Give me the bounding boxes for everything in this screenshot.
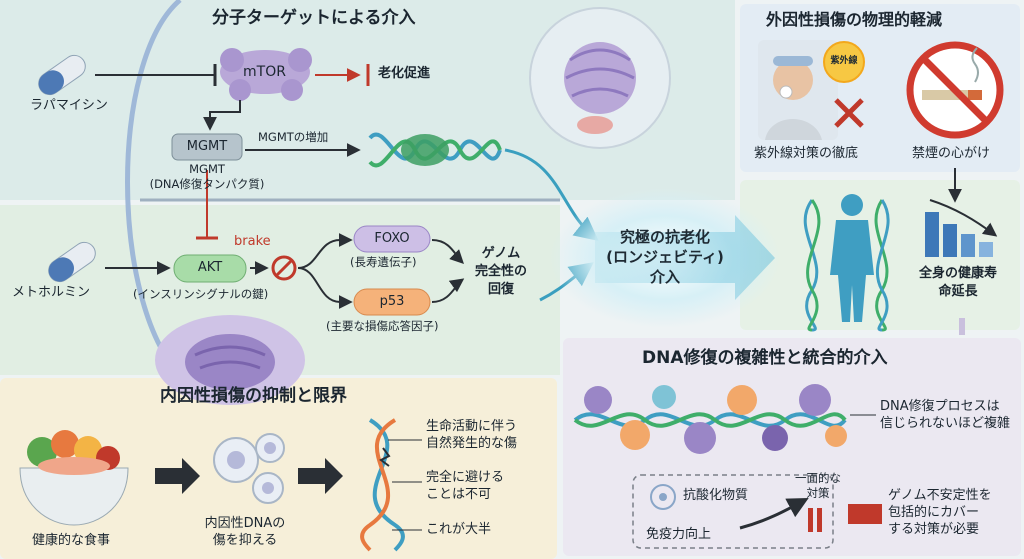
diet-label: 健康的な食事: [32, 533, 111, 548]
note3-label: これが大半: [426, 522, 492, 537]
foxo-pill: [353, 225, 431, 253]
external-title: 外因性損傷の物理的軽減: [766, 10, 943, 29]
arrow-right-2: [298, 458, 343, 494]
mgmt-increase-label: MGMTの増加: [258, 130, 329, 144]
center-arrow: [595, 215, 775, 300]
dna-repair-proteins-icon: [573, 384, 847, 454]
declining-bar-chart-icon: [925, 199, 998, 257]
panel-endogenous: [0, 378, 557, 559]
cell-membrane: [125, 0, 182, 377]
no-smoking-icon: [906, 41, 1004, 139]
note2-line1: 完全に避ける: [426, 470, 505, 485]
human-body-icon: [830, 194, 874, 322]
p53-caption: (主要な損傷応答因子): [326, 319, 439, 333]
panel-dna-repair: [563, 338, 1021, 556]
cell-nucleus-bottom-icon: [155, 315, 305, 405]
center-label-2: (ロンジェビティ): [606, 248, 724, 266]
molecular-title: 分子ターゲットによる介入: [212, 8, 416, 28]
damaged-dna-icon: [360, 418, 405, 552]
akt-label: AKT: [197, 260, 223, 275]
cross-mark-icon: [834, 98, 864, 128]
aging-label: 老化促進: [378, 66, 431, 81]
immunity-label: 免疫力向上: [646, 527, 712, 542]
arrow-right-1: [155, 458, 200, 494]
mgmt-caption-2: (DNA修復タンパク質): [149, 177, 265, 191]
metformin-pill-icon: [48, 241, 96, 283]
metformin-label: メトホルミン: [12, 285, 91, 300]
rapamycin-pill-icon: [38, 54, 86, 96]
one-sided-line2: 対策: [806, 486, 830, 500]
mgmt-box-label: MGMT: [186, 139, 228, 154]
insufficient-bar-2: [817, 508, 822, 532]
suppress-label-1: 内因性DNAの: [204, 516, 286, 531]
genome-label-2: 完全性の: [474, 264, 527, 279]
antioxidant-label: 抗酸化物質: [683, 488, 749, 503]
cell-illustration-icon: [529, 7, 671, 149]
healthspan-label-1: 全身の健康寿: [918, 266, 997, 281]
complex-line2: 信じられないほど複雑: [880, 416, 1011, 431]
one-sided-line1: 一面的な: [795, 471, 841, 485]
uv-sun-label: 紫外線: [830, 56, 858, 66]
akt-caption: (インスリンシグナルの鍵): [133, 287, 269, 301]
center-label-1: 究極の抗老化: [619, 228, 710, 246]
antioxidant-icon: [650, 484, 676, 510]
comprehensive-line3: する対策が必要: [888, 522, 980, 537]
complex-line1: DNA修復プロセスは: [880, 399, 1000, 414]
mgmt-box: [171, 133, 243, 161]
akt-pill: [173, 254, 247, 283]
mtor-protein-icon: [220, 48, 312, 101]
foxo-label: FOXO: [374, 231, 410, 246]
dna-repair-title: DNA修復の複雑性と統合的介入: [642, 348, 888, 368]
insufficient-bar-1: [808, 508, 813, 532]
note1-line2: 自然発生的な傷: [426, 436, 518, 451]
salad-bowl-icon: [19, 430, 129, 526]
genome-label-1: ゲノム: [481, 246, 521, 261]
genome-label-3: 回復: [487, 282, 514, 297]
sunscreen-woman-icon: [758, 40, 838, 140]
p53-pill: [353, 288, 431, 316]
note2-line2: ことは不可: [426, 487, 492, 502]
dna-helix-healthspan-icon: [803, 199, 890, 332]
foxo-caption: (長寿遺伝子): [350, 255, 417, 269]
mgmt-caption-1: MGMT: [189, 162, 225, 176]
cells-icon: [213, 433, 285, 504]
healthspan-label-2: 命延長: [938, 284, 978, 299]
endogenous-title: 内因性損傷の抑制と限界: [160, 386, 347, 406]
mtor-label: mTOR: [243, 64, 286, 80]
one-sided-measures-box: [632, 474, 834, 549]
smoke-caption: 禁煙の心がけ: [912, 146, 991, 161]
comprehensive-line1: ゲノム不安定性を: [888, 488, 992, 503]
brake-label: brake: [234, 234, 271, 249]
rapamycin-label: ラパマイシン: [30, 98, 108, 113]
sun-icon: [823, 41, 865, 83]
note1-line1: 生命活動に伴う: [426, 419, 518, 434]
comprehensive-line2: 包括的にカバー: [888, 505, 980, 520]
center-label-3: 介入: [649, 268, 680, 286]
comprehensive-measure-marker: [848, 504, 882, 524]
suppress-label-2: 傷を抑える: [212, 533, 278, 548]
dna-helix-top-icon: [368, 132, 502, 168]
p53-label: p53: [379, 294, 405, 309]
inhibit-sign-icon: [271, 255, 297, 281]
uv-caption: 紫外線対策の徹底: [754, 146, 859, 161]
